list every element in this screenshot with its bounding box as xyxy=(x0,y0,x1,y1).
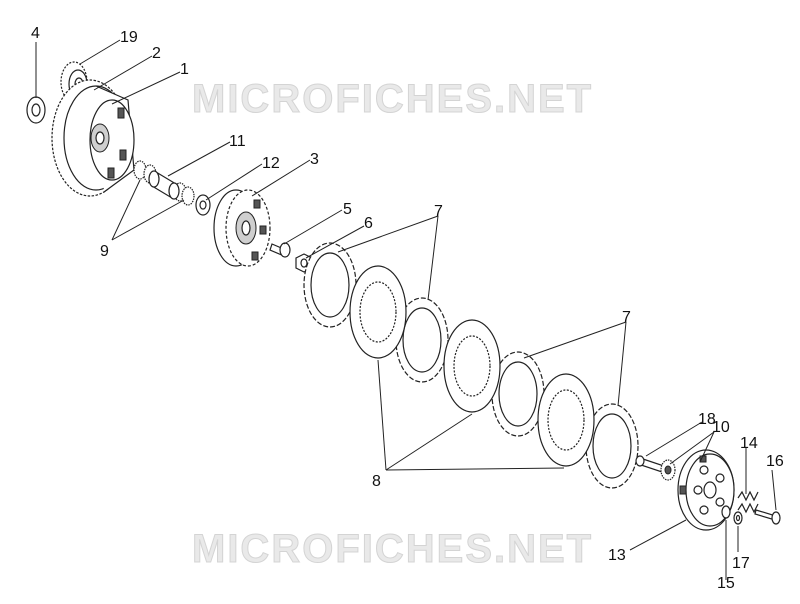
part-16-bolt xyxy=(754,509,781,525)
callout-5: 5 xyxy=(343,201,352,218)
leader-lines xyxy=(35,39,777,580)
callout-13: 13 xyxy=(608,547,626,564)
callout-16: 16 xyxy=(766,453,784,470)
part-15-washer xyxy=(721,505,731,519)
part-11-bushing xyxy=(148,170,180,200)
callout-4: 4 xyxy=(31,25,40,42)
part-8-steel-plate-2 xyxy=(443,319,501,413)
callout-19: 19 xyxy=(120,29,138,46)
watermark-top: MICROFICHES.NET xyxy=(192,77,593,121)
part-17-washer xyxy=(733,511,743,525)
part-4-washer xyxy=(26,96,46,124)
callout-15: 15 xyxy=(717,575,735,592)
part-18-push-rod xyxy=(635,455,665,473)
callout-11: 11 xyxy=(229,133,246,150)
part-7-friction-disc-1 xyxy=(303,242,357,328)
part-7-friction-disc-3 xyxy=(491,351,545,437)
callout-14: 14 xyxy=(740,435,758,452)
callout-12: 12 xyxy=(262,155,280,172)
part-8-steel-plate-1 xyxy=(349,265,407,359)
part-7-friction-disc-4 xyxy=(585,403,639,489)
callout-17: 17 xyxy=(732,555,750,572)
part-7-friction-disc-2 xyxy=(395,297,449,383)
part-10-bearing xyxy=(660,459,676,481)
callout-6: 6 xyxy=(364,215,373,232)
callout-10: 10 xyxy=(712,419,730,436)
part-1-clutch-housing xyxy=(51,79,135,197)
callout-numbers: 4 19 2 1 11 12 3 5 6 9 7 7 8 18 10 14 16… xyxy=(31,25,784,592)
callout-3: 3 xyxy=(310,151,319,168)
callout-18: 18 xyxy=(698,411,716,428)
part-8-steel-plate-3 xyxy=(537,373,595,467)
part-14-spring xyxy=(737,490,759,514)
part-12-thrust-washer xyxy=(195,194,211,216)
callout-7-upper: 7 xyxy=(434,203,443,220)
callout-7-lower: 7 xyxy=(622,309,631,326)
part-5-washer xyxy=(269,242,291,258)
part-3-clutch-hub xyxy=(213,189,271,267)
watermark-bottom: MICROFICHES.NET xyxy=(192,527,593,571)
callout-9: 9 xyxy=(100,243,109,260)
part-13-pressure-plate xyxy=(677,449,735,531)
callout-8: 8 xyxy=(372,473,381,490)
callout-2: 2 xyxy=(152,45,161,62)
callout-1: 1 xyxy=(180,61,189,78)
